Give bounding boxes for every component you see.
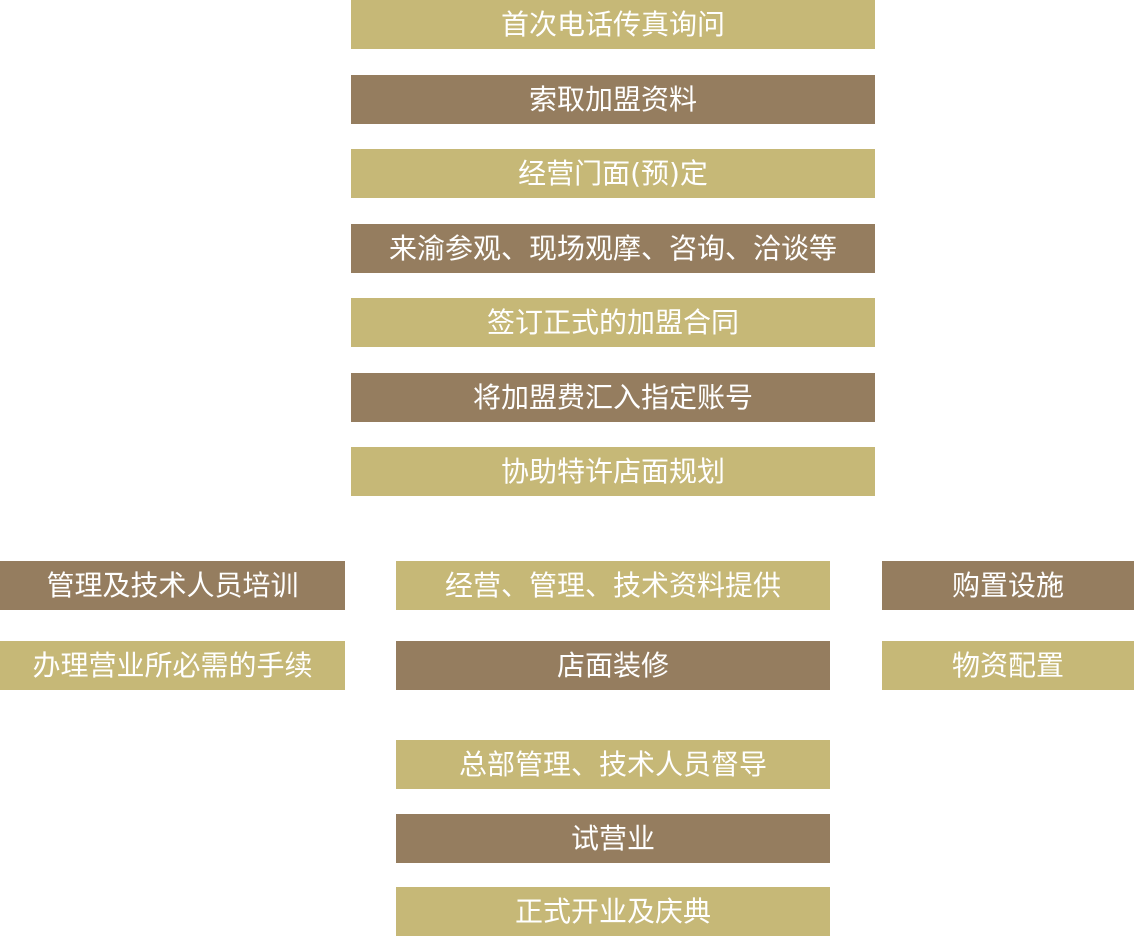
step-pay-fee: 将加盟费汇入指定账号 xyxy=(351,373,875,422)
step-store-decoration: 店面装修 xyxy=(396,641,830,690)
step-sign-contract: 签订正式的加盟合同 xyxy=(351,298,875,347)
step-grand-opening: 正式开业及庆典 xyxy=(396,887,830,936)
step-hq-supervision: 总部管理、技术人员督导 xyxy=(396,740,830,789)
step-business-procedures: 办理营业所必需的手续 xyxy=(0,641,345,690)
step-initial-inquiry: 首次电话传真询问 xyxy=(351,0,875,49)
step-provide-materials: 经营、管理、技术资料提供 xyxy=(396,561,830,610)
step-label: 索取加盟资料 xyxy=(528,82,697,116)
step-staff-training: 管理及技术人员培训 xyxy=(0,561,345,610)
step-visit-and-negotiate: 来渝参观、现场观摩、咨询、洽谈等 xyxy=(351,224,875,273)
step-purchase-equipment: 购置设施 xyxy=(882,561,1134,610)
step-label: 将加盟费汇入指定账号 xyxy=(472,380,753,414)
step-trial-operation: 试营业 xyxy=(396,814,830,863)
step-label: 首次电话传真询问 xyxy=(500,7,725,41)
step-label: 正式开业及庆典 xyxy=(514,894,711,928)
step-reserve-storefront: 经营门面(预)定 xyxy=(351,149,875,198)
step-label: 物资配置 xyxy=(951,648,1064,682)
step-label: 来渝参观、现场观摩、咨询、洽谈等 xyxy=(388,231,837,265)
step-supply-allocation: 物资配置 xyxy=(882,641,1134,690)
step-label: 办理营业所必需的手续 xyxy=(32,648,313,682)
step-store-planning: 协助特许店面规划 xyxy=(351,447,875,496)
step-request-materials: 索取加盟资料 xyxy=(351,75,875,124)
step-label: 签订正式的加盟合同 xyxy=(486,305,739,339)
step-label: 协助特许店面规划 xyxy=(500,454,725,488)
step-label: 试营业 xyxy=(570,821,655,855)
step-label: 经营、管理、技术资料提供 xyxy=(444,568,781,602)
step-label: 购置设施 xyxy=(951,568,1064,602)
step-label: 管理及技术人员培训 xyxy=(46,568,299,602)
step-label: 经营门面(预)定 xyxy=(518,156,708,190)
step-label: 店面装修 xyxy=(556,648,669,682)
step-label: 总部管理、技术人员督导 xyxy=(458,747,767,781)
